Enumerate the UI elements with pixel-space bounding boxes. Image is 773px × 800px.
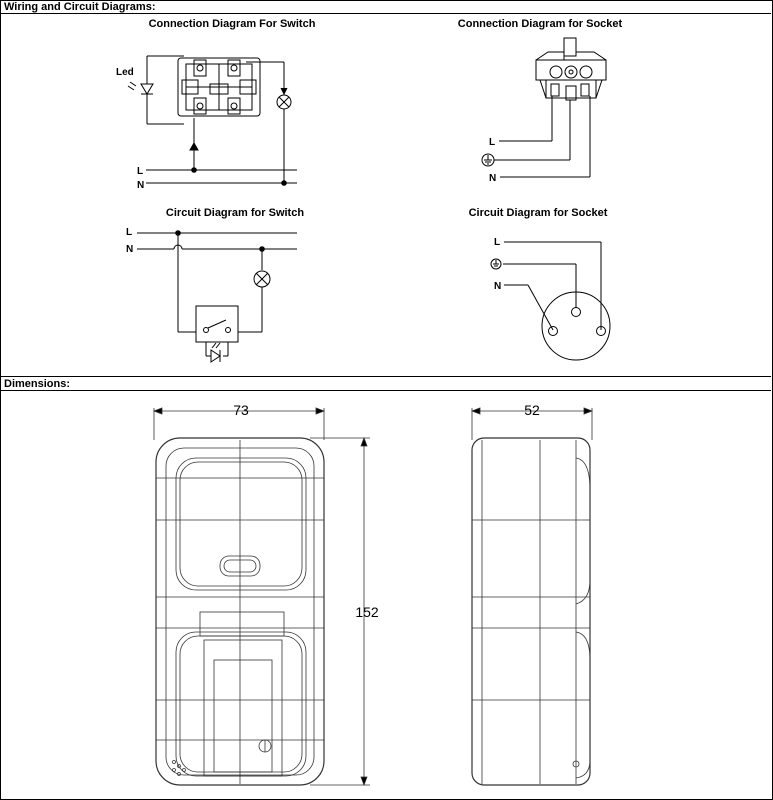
lamp-icon xyxy=(276,94,292,110)
socket-connection-diagram: Connection Diagram for Socket L xyxy=(458,18,623,184)
socket-connection-live-label: L xyxy=(489,137,495,148)
switch-circuit-live-label: L xyxy=(126,227,132,238)
socket-mechanism-icon xyxy=(535,37,607,101)
depth-dimension-label: 52 xyxy=(524,402,540,418)
led-light-arrows-icon xyxy=(127,81,137,91)
socket-circuit-diagram: Circuit Diagram for Socket L N xyxy=(469,207,611,361)
switch-circuit-diagram: Circuit Diagram for Switch L N xyxy=(126,207,304,363)
switch-connection-diagram: Connection Diagram For Switch Led xyxy=(116,18,316,191)
earth-symbol-icon xyxy=(481,153,495,167)
switch-mechanism-icon xyxy=(177,57,261,117)
socket-connection-title: Connection Diagram for Socket xyxy=(458,18,623,30)
led-diode-icon xyxy=(140,55,184,125)
socket-circuit-title: Circuit Diagram for Socket xyxy=(469,207,608,219)
width-dimension-label: 73 xyxy=(233,402,249,418)
switch-connection-neutral-label: N xyxy=(137,180,144,191)
dimensions-section-header: Dimensions: xyxy=(0,377,771,391)
circuit-earth-icon xyxy=(490,258,502,270)
front-view-drawing: 73 152 xyxy=(152,402,379,787)
switch-connection-live-label: L xyxy=(137,166,143,177)
switch-connection-title: Connection Diagram For Switch xyxy=(149,18,316,30)
circuit-led-icon xyxy=(205,342,229,363)
socket-face-icon xyxy=(541,291,611,361)
height-dimension-label: 152 xyxy=(355,604,379,620)
circuit-lamp-icon xyxy=(253,270,271,288)
wiring-section-header: Wiring and Circuit Diagrams: xyxy=(0,0,771,14)
socket-circuit-neutral-label: N xyxy=(494,281,501,292)
led-label: Led xyxy=(116,67,134,78)
switch-symbol-icon xyxy=(195,305,239,343)
switch-circuit-title: Circuit Diagram for Switch xyxy=(166,207,304,219)
socket-circuit-live-label: L xyxy=(494,237,500,248)
switch-circuit-neutral-label: N xyxy=(126,244,133,255)
side-view-drawing: 52 xyxy=(470,402,594,786)
section-divider xyxy=(0,376,771,377)
socket-connection-neutral-label: N xyxy=(489,173,496,184)
